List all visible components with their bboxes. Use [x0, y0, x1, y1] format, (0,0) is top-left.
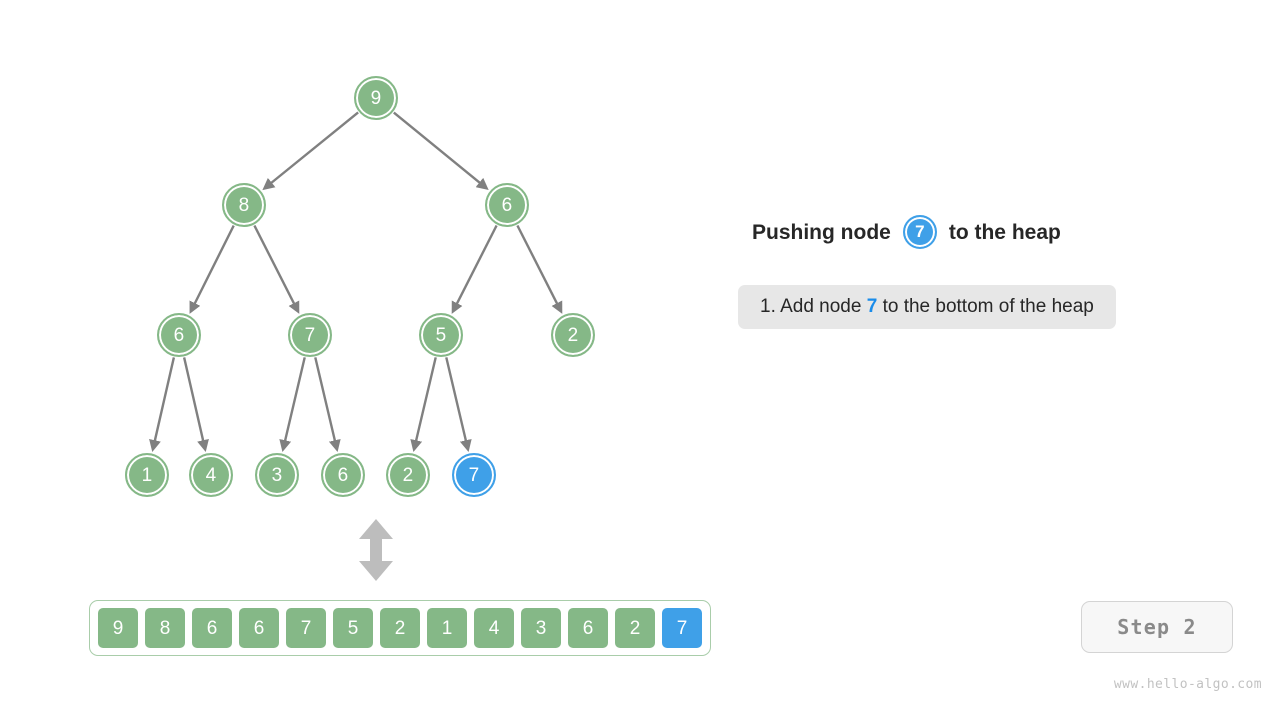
array-cell: 8: [143, 606, 187, 650]
array-cell: 3: [519, 606, 563, 650]
tree-node: 6: [321, 453, 365, 497]
tree-edge: [262, 111, 359, 191]
info-panel: Pushing node 7 to the heap 1. Add node 7…: [738, 0, 1280, 720]
step-description-value: 7: [866, 296, 878, 317]
tree-edge: [410, 357, 437, 452]
array-cell: 4: [472, 606, 516, 650]
tree-edge: [253, 224, 300, 314]
tree-edge: [314, 357, 341, 452]
tree-edge: [393, 111, 489, 191]
tree-edge: [189, 225, 235, 314]
tree-node: 6: [485, 183, 529, 227]
array-cell: 2: [378, 606, 422, 650]
step-description-before: 1. Add node: [760, 296, 862, 317]
operation-title-suffix: to the heap: [948, 220, 1061, 244]
tree-node: 7: [452, 453, 496, 497]
tree-node: 8: [222, 183, 266, 227]
step-description-box: 1. Add node 7 to the bottom of the heap: [738, 285, 1116, 329]
tree-edge: [451, 224, 498, 314]
tree-node: 9: [354, 76, 398, 120]
tree-edge: [279, 357, 306, 452]
operation-title-prefix: Pushing node: [752, 220, 891, 244]
array-cell: 6: [190, 606, 234, 650]
tree-edges-layer: [149, 111, 563, 452]
tree-edge: [516, 224, 563, 314]
array-cell: 1: [425, 606, 469, 650]
tree-node: 4: [189, 453, 233, 497]
tree-edge: [445, 357, 472, 452]
array-cell: 2: [613, 606, 657, 650]
array-cell: 6: [566, 606, 610, 650]
tree-edge: [149, 357, 176, 452]
tree-node: 7: [288, 313, 332, 357]
pushed-node-badge: 7: [902, 215, 937, 249]
tree-node: 5: [419, 313, 463, 357]
tree-node: 2: [551, 313, 595, 357]
array-cell: 5: [331, 606, 375, 650]
array-cell: 7: [284, 606, 328, 650]
array-cell: 6: [237, 606, 281, 650]
tree-node: 3: [255, 453, 299, 497]
tree-node: 6: [157, 313, 201, 357]
step-counter-badge: Step 2: [1081, 601, 1233, 653]
tree-node: 1: [125, 453, 169, 497]
tree-node: 2: [386, 453, 430, 497]
tree-edge: [182, 357, 209, 452]
array-cell: 7: [660, 606, 704, 650]
tree-edges: [149, 111, 563, 452]
site-watermark: www.hello-algo.com: [1113, 677, 1262, 692]
array-cell: 9: [96, 606, 140, 650]
tree-array-sync-arrow: [359, 519, 393, 581]
step-description-after: to the bottom of the heap: [882, 296, 1094, 317]
operation-title: Pushing node 7 to the heap: [752, 215, 1061, 249]
